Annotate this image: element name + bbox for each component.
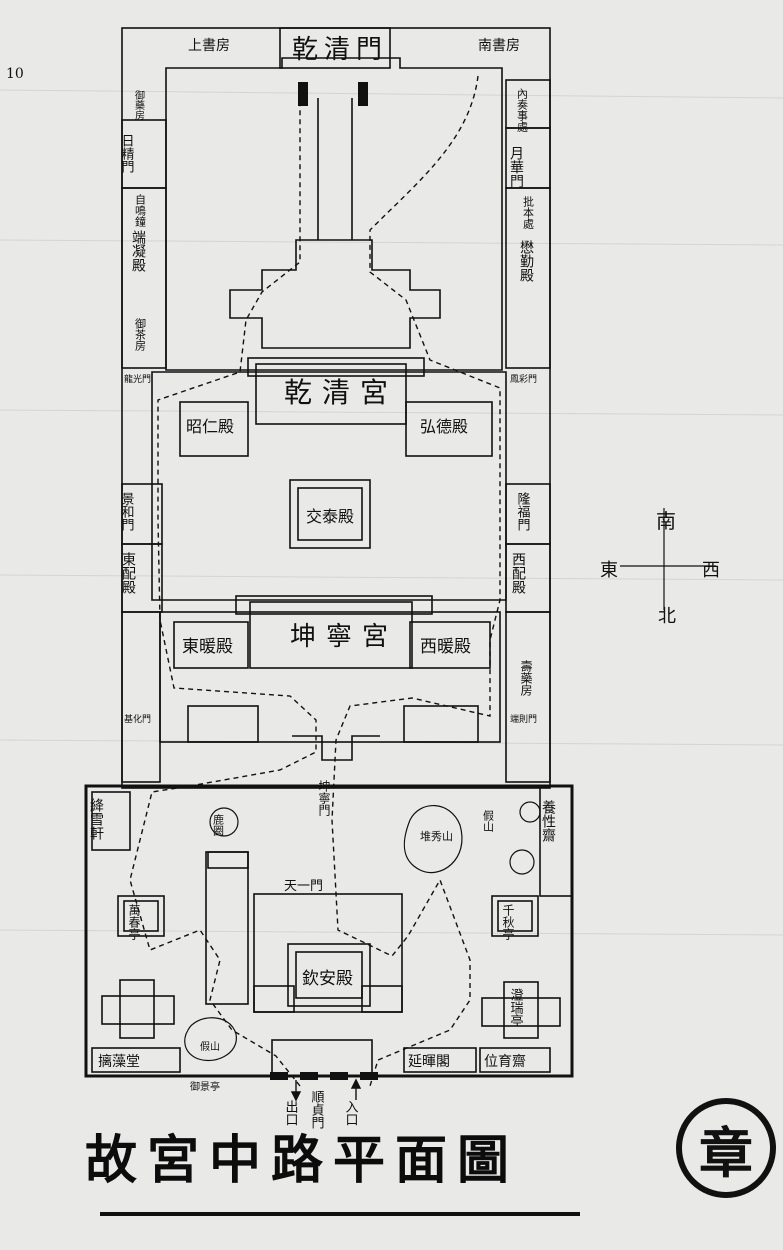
- map-title: 故宮中路平面圖: [85, 1130, 520, 1191]
- label-exit: 出口: [283, 1100, 298, 1126]
- kunning-gong-box: [249, 601, 413, 669]
- label-chengrui-ting: 澄瑞亭: [508, 988, 524, 1027]
- label-wanchun-ting: 萬春亭: [127, 904, 141, 940]
- label-maoqin-dian: 懋勤殿: [518, 239, 534, 282]
- qianqing-court-wall: [165, 57, 503, 371]
- label-hongde-dian: 弘德殿: [420, 417, 468, 436]
- label-shouyao-fang: 壽藥房: [519, 659, 533, 696]
- seal-stamp: 章: [676, 1098, 776, 1198]
- route-path-west: [129, 100, 317, 1087]
- compass-west: 西: [702, 560, 720, 581]
- compass-east: 東: [600, 560, 618, 581]
- label-zhaoren-dian: 昭仁殿: [186, 417, 234, 436]
- label-weiyu-zhai: 位育齋: [484, 1053, 526, 1070]
- label-entrance: 入口: [343, 1100, 359, 1126]
- label-dongnuan-dian: 東暖殿: [182, 637, 233, 657]
- compass-rose: [620, 508, 716, 610]
- label-nan-shufang: 南書房: [478, 38, 520, 54]
- label-jihua-men: 基化門: [124, 713, 151, 725]
- compass-south: 南: [656, 509, 676, 533]
- route-path-east: [331, 75, 501, 1087]
- label-qianqing-men: 乾清門: [292, 35, 388, 65]
- label-kunning-gong: 坤寧宮: [290, 622, 398, 652]
- label-xinuan-dian: 西暖殿: [420, 637, 471, 657]
- label-yucha-fang: 御茶房: [134, 317, 147, 352]
- label-jiaotai-dian: 交泰殿: [306, 507, 354, 526]
- label-tianyi-men: 天一門: [284, 879, 323, 894]
- label-rijing-men: 日精門: [119, 134, 135, 174]
- label-yuehua-men: 月華門: [508, 146, 524, 189]
- label-qinan-dian: 欽安殿: [302, 969, 353, 989]
- label-jiashan-east: 假山: [482, 809, 495, 832]
- qianqing-gate-block: [279, 27, 391, 69]
- label-dongpei-dian: 東配殿: [120, 552, 136, 594]
- label-yanhui-ge: 延暉閣: [408, 1054, 450, 1070]
- label-shang-shufang: 上書房: [188, 38, 230, 54]
- label-yangxing-zhai: 養性齋: [540, 799, 556, 842]
- label-yujing-ting: 御景亭: [190, 1080, 220, 1093]
- label-longguang-men: 龍光門: [124, 373, 151, 385]
- label-duixiu-shan: 堆秀山: [420, 830, 453, 843]
- title-underline: [100, 1212, 580, 1216]
- label-duanning-dian: 端凝殿: [130, 230, 146, 272]
- label-neizou-shichu: 內奏事處: [516, 88, 529, 133]
- label-xipei-dian: 西配殿: [510, 552, 526, 594]
- label-shunzhen-men: 順貞門: [309, 1090, 325, 1130]
- label-longfu-men: 隆福門: [515, 492, 531, 532]
- compass-north: 北: [658, 606, 676, 627]
- label-qianqiu-ting: 千秋亭: [501, 904, 515, 940]
- label-duanze-men: 端則門: [510, 713, 537, 725]
- label-fengcai-men: 鳳彩門: [510, 374, 537, 385]
- qianqing-gong-box: [255, 363, 407, 425]
- label-yuyao-fang: 御藥房: [133, 89, 145, 121]
- label-jiashan-west: 假山: [200, 1040, 220, 1053]
- label-zimingzhong: 自鳴鐘: [134, 194, 147, 227]
- label-jinghe-men: 景和門: [119, 492, 135, 532]
- label-chizao-tang: 摛藻堂: [98, 1053, 140, 1070]
- label-qianqing-gong: 乾清宮: [284, 376, 398, 409]
- label-luguan: 鹿圈: [212, 813, 225, 837]
- label-jiangxue-xuan: 絳雪軒: [88, 798, 104, 840]
- label-piben-chu: 批本處: [522, 195, 535, 230]
- label-kunning-men: 坤寧門: [317, 779, 331, 816]
- margin-mark: 10: [6, 66, 24, 82]
